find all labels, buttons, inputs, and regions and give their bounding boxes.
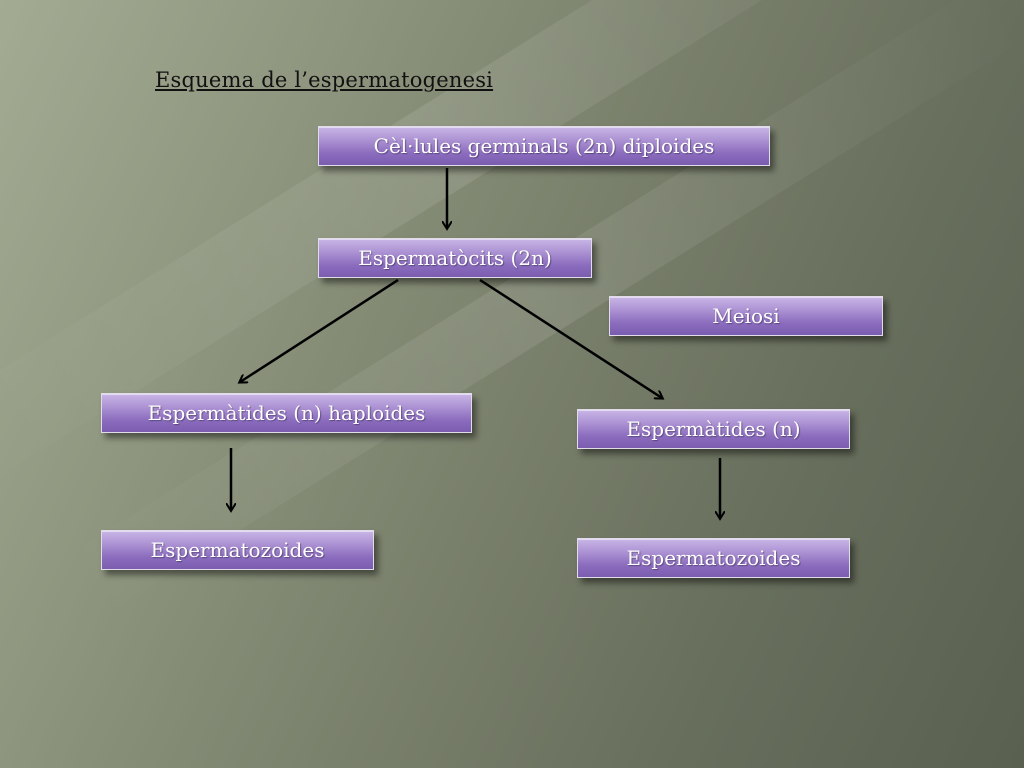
node-meiosis: Meiosi xyxy=(609,296,883,336)
node-germ-cells: Cèl·lules germinals (2n) diploides xyxy=(318,126,770,166)
node-spermatids: Espermàtides (n) xyxy=(577,409,850,449)
node-spermatocytes: Espermatòcits (2n) xyxy=(318,238,592,278)
arrow-spermatocytes-to-spermatids xyxy=(479,278,662,398)
diagram-title: Esquema de l’espermatogenesi xyxy=(155,68,494,92)
node-spermatids-haploid: Espermàtides (n) haploides xyxy=(101,393,472,433)
node-spermatozoa-left: Espermatozoides xyxy=(101,530,374,570)
node-spermatozoa-right: Espermatozoides xyxy=(577,538,850,578)
arrow-spermatocytes-to-haploid xyxy=(240,278,399,382)
